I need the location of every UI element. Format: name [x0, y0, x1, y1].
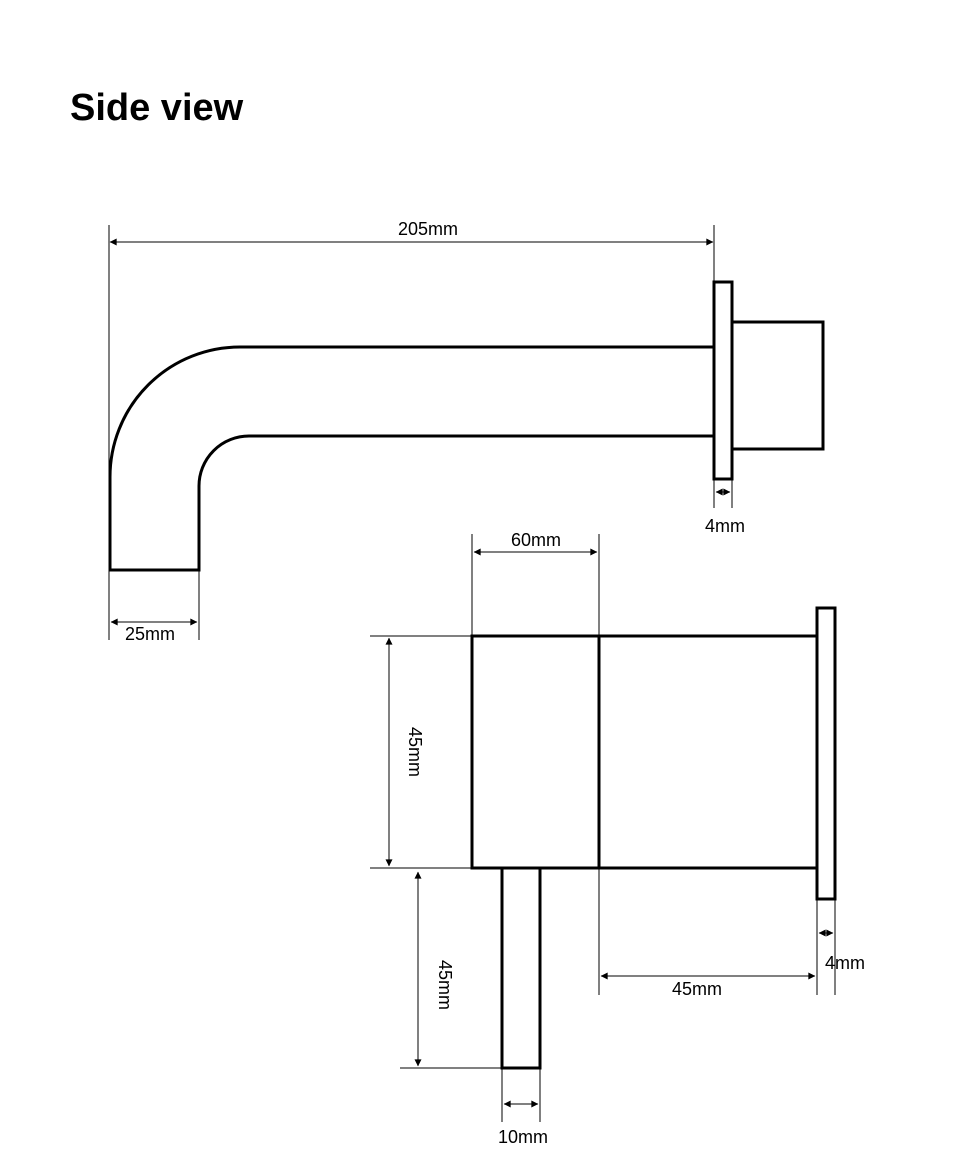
page-title: Side view — [70, 87, 244, 129]
body-height-label: 45mm — [405, 727, 425, 777]
mixer-wall-flange — [815, 606, 837, 901]
mixer-body — [597, 634, 819, 870]
spout-outlet-label: 25mm — [125, 624, 175, 644]
spout-drawing: 205mm 4mm 25mm — [108, 219, 825, 644]
lever-length-label: 45mm — [435, 960, 455, 1010]
spout-length-label: 205mm — [398, 219, 458, 239]
lever-width-label: 60mm — [511, 530, 561, 550]
mixer-drawing: 60mm 45mm 45mm 45mm 4mm 10mm — [370, 530, 865, 1147]
spout-wall-flange — [712, 280, 734, 481]
spout-flange-label: 4mm — [705, 516, 745, 536]
mixer-lever-body — [470, 634, 601, 870]
mixer-flange-label: 4mm — [825, 953, 865, 973]
body-depth-label: 45mm — [672, 979, 722, 999]
mixer-handle — [500, 866, 542, 1070]
spout-outline — [108, 345, 714, 572]
handle-width-label: 10mm — [498, 1127, 548, 1147]
spout-wall-mount — [730, 320, 825, 451]
